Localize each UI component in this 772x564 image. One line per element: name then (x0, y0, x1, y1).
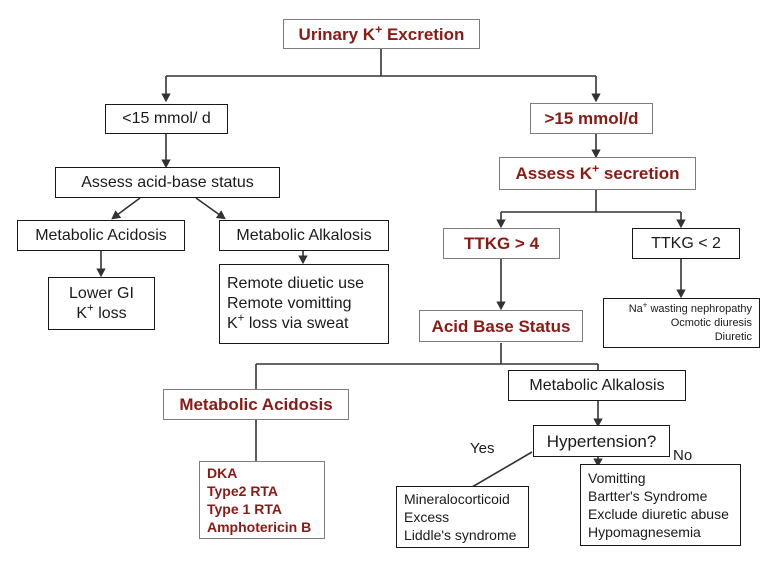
node-urinary-k-excretion[interactable]: Urinary K+ Excretion (283, 19, 480, 49)
remote-causes-line-3: K+ loss via sweat (227, 312, 349, 332)
node-label: Urinary K+ Excretion (298, 21, 465, 44)
edge-label-no: No (673, 447, 693, 464)
yes-cause-2: Excess (404, 509, 450, 525)
node-na-wasting-causes[interactable]: Na+ wasting nephropathy Ocmotic diuresis… (603, 298, 760, 348)
node-hypertension-no-causes[interactable]: Vomitting Bartter's Syndrome Exclude diu… (580, 464, 741, 546)
no-cause-1: Vomitting (588, 470, 646, 486)
yes-cause-3: Liddle's syndrome (404, 527, 517, 543)
node-metabolic-acidosis-bottom[interactable]: Metabolic Acidosis (163, 389, 349, 420)
node-label: Assess acid-base status (81, 173, 254, 191)
no-cause-3: Exclude diuretic abuse (588, 506, 729, 522)
node-metabolic-alkalosis-bottom[interactable]: Metabolic Alkalosis (508, 370, 686, 401)
edge-label-yes: Yes (470, 440, 495, 457)
node-label: TTKG > 4 (463, 234, 540, 253)
remote-causes-line-1: Remote diuetic use (227, 275, 364, 292)
node-label: Metabolic Acidosis (179, 395, 333, 414)
wire-assess-to-acidosis (111, 197, 141, 220)
node-label: >15 mmol/d (544, 109, 639, 128)
node-label: Metabolic Alkalosis (236, 226, 372, 244)
node-label: Metabolic Acidosis (35, 226, 167, 244)
node-acid-base-status[interactable]: Acid Base Status (419, 310, 583, 342)
node-label: Acid Base Status (431, 316, 571, 336)
node-remote-causes[interactable]: Remote diuetic use Remote vomitting K+ l… (219, 264, 389, 344)
lower-gi-line-1: Lower GI (69, 284, 134, 302)
node-lower-gi-k-loss[interactable]: Lower GI K+ loss (48, 277, 155, 330)
acidosis-cause-1: DKA (207, 465, 238, 481)
node-label: Assess K+ secretion (515, 161, 680, 183)
acidosis-cause-4: Amphotericin B (207, 519, 312, 535)
node-label: <15 mmol/ d (122, 110, 211, 127)
na-wasting-line-3: Diuretic (714, 331, 752, 343)
node-metabolic-acidosis-left[interactable]: Metabolic Acidosis (17, 220, 185, 251)
node-low-excretion[interactable]: <15 mmol/ d (105, 104, 228, 134)
node-ttkg-less-than-2[interactable]: TTKG < 2 (632, 228, 740, 259)
node-acidosis-causes[interactable]: DKA Type2 RTA Type 1 RTA Amphotericin B (199, 461, 325, 539)
node-hypertension-yes-causes[interactable]: Mineralocorticoid Excess Liddle's syndro… (396, 486, 529, 548)
node-label: Hypertension? (546, 431, 657, 451)
no-cause-4: Hypomagnesemia (588, 524, 701, 540)
lower-gi-line-2: K+ loss (76, 302, 127, 322)
yes-cause-1: Mineralocorticoid (404, 491, 510, 507)
node-label: Metabolic Alkalosis (529, 376, 665, 394)
na-wasting-line-1: Na+ wasting nephropathy (628, 300, 752, 315)
node-high-excretion[interactable]: >15 mmol/d (530, 103, 653, 134)
node-label: TTKG < 2 (651, 234, 721, 252)
remote-causes-line-2: Remote vomitting (227, 295, 352, 312)
node-assess-acid-base[interactable]: Assess acid-base status (55, 167, 280, 198)
node-metabolic-alkalosis-left[interactable]: Metabolic Alkalosis (219, 220, 389, 251)
na-wasting-line-2: Ocmotic diuresis (670, 317, 752, 329)
node-ttkg-greater-than-4[interactable]: TTKG > 4 (443, 228, 560, 259)
acidosis-cause-3: Type 1 RTA (207, 501, 282, 517)
acidosis-cause-2: Type2 RTA (207, 483, 279, 499)
no-cause-2: Bartter's Syndrome (588, 488, 708, 504)
node-assess-k-secretion[interactable]: Assess K+ secretion (499, 157, 696, 190)
node-hypertension-question[interactable]: Hypertension? (533, 425, 670, 457)
wire-assess-to-alkalosis (195, 197, 226, 220)
